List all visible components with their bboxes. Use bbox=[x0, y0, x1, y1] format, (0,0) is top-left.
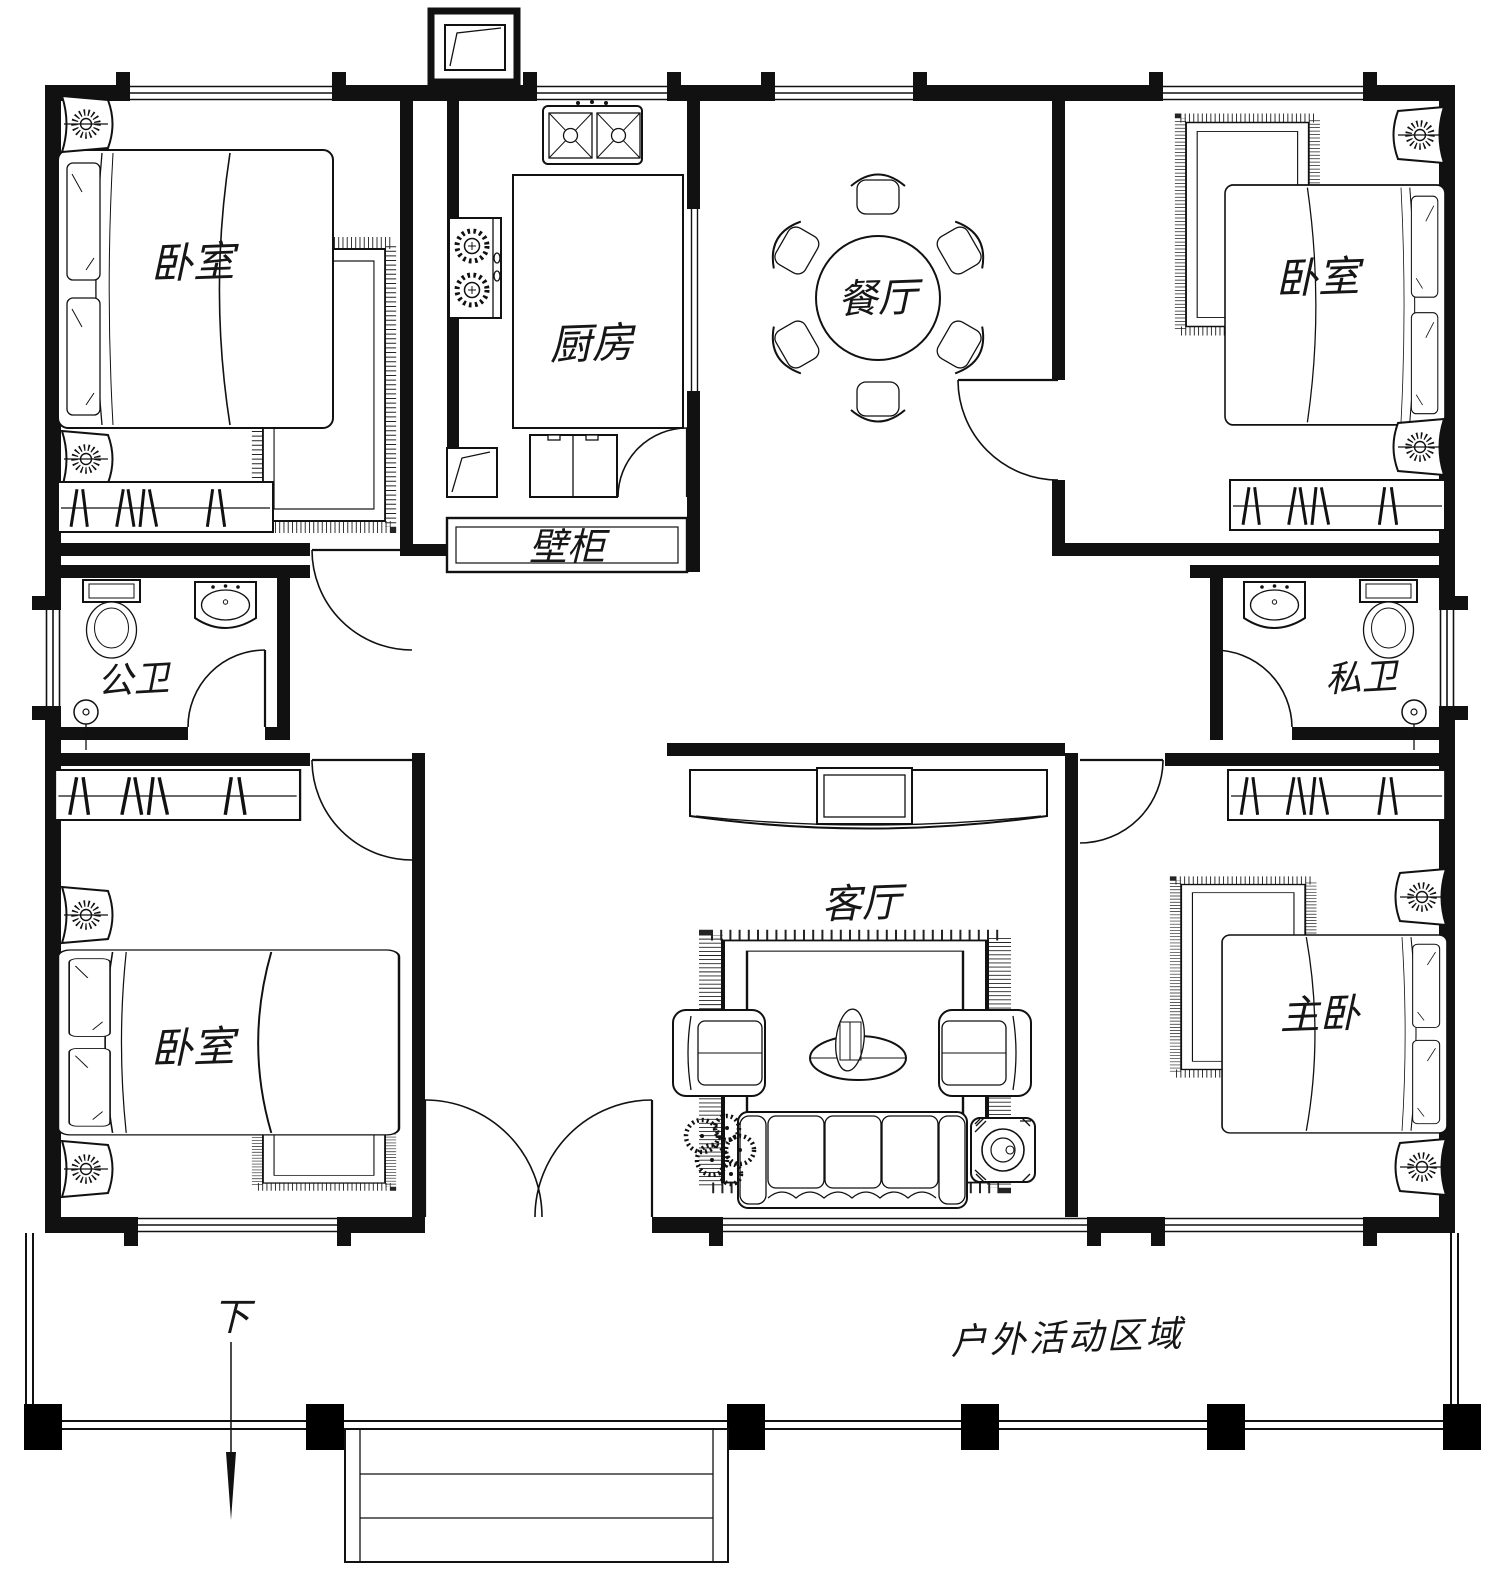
dining-chair bbox=[762, 311, 827, 381]
label-bedroom-bottom-left: 卧室 bbox=[150, 1021, 241, 1073]
nightstand-lamp bbox=[62, 887, 113, 943]
label-bedroom-top-right: 卧室 bbox=[1275, 251, 1366, 303]
base-cabinet bbox=[529, 434, 618, 498]
door-bedroom-top-left bbox=[311, 548, 413, 651]
wardrobe-rack bbox=[56, 480, 275, 534]
dining-table bbox=[815, 235, 941, 361]
doors bbox=[187, 378, 1293, 1218]
closet-cabinet bbox=[445, 516, 689, 574]
bathroom-sink bbox=[1243, 581, 1306, 629]
nightstand-lamp bbox=[62, 96, 113, 152]
door-bedroom-bottom-left bbox=[311, 758, 413, 861]
wall-stubs bbox=[32, 72, 1468, 1246]
room-bedroom-top-right bbox=[1180, 107, 1447, 532]
chimney bbox=[427, 7, 521, 86]
label-outdoor: 户外活动区域 bbox=[950, 1314, 1187, 1363]
side-table bbox=[970, 1117, 1036, 1183]
label-living: 客厅 bbox=[821, 879, 909, 928]
room-kitchen bbox=[445, 100, 689, 574]
coffee-table bbox=[809, 1008, 907, 1081]
corner-cabinet bbox=[446, 447, 498, 498]
door-bedroom-top-right bbox=[957, 378, 1059, 481]
label-kitchen: 厨房 bbox=[549, 317, 638, 369]
porch-columns bbox=[24, 1404, 1481, 1450]
dining-chair bbox=[929, 311, 994, 381]
window-bottom-master bbox=[1165, 1217, 1363, 1233]
window-top-bedroom-left bbox=[130, 85, 332, 101]
down-arrow bbox=[226, 1342, 236, 1520]
nightstand-lamp bbox=[62, 1141, 113, 1197]
tv bbox=[816, 767, 913, 825]
room-living bbox=[672, 767, 1048, 1209]
nightstand-lamp bbox=[1394, 419, 1445, 475]
door-entrance-double bbox=[423, 1099, 654, 1218]
floor-drain bbox=[73, 699, 99, 751]
dining-chair bbox=[850, 381, 906, 423]
window-top-bedroom-right bbox=[1163, 85, 1363, 101]
toilet bbox=[1359, 579, 1418, 659]
outdoor-area bbox=[24, 1233, 1481, 1563]
wardrobe-rack bbox=[1228, 478, 1447, 532]
kitchen-pass-through bbox=[687, 203, 700, 397]
kitchen-sink bbox=[542, 100, 643, 165]
window-top-dining bbox=[775, 85, 913, 101]
label-stairs-down: 下 bbox=[212, 1295, 256, 1339]
stove bbox=[448, 217, 502, 319]
label-bedroom-top-left: 卧室 bbox=[150, 236, 241, 288]
nightstand-lamp bbox=[1394, 107, 1445, 163]
room-bedroom-top-left bbox=[56, 96, 391, 534]
sofa bbox=[737, 1111, 968, 1209]
room-master-bedroom bbox=[1176, 768, 1447, 1195]
entry-steps bbox=[344, 1428, 729, 1563]
dining-chair bbox=[762, 214, 827, 284]
window-bottom-bedroom-left bbox=[138, 1217, 337, 1233]
door-bath-private bbox=[1212, 649, 1293, 728]
window-bottom-living bbox=[723, 1217, 1087, 1233]
floor-drain bbox=[1401, 699, 1427, 751]
dining-chair bbox=[929, 214, 994, 284]
door-kitchen bbox=[617, 427, 689, 498]
nightstand-lamp bbox=[62, 431, 113, 487]
door-master-bedroom bbox=[1079, 758, 1164, 844]
bathroom-sink bbox=[194, 581, 257, 629]
window-left-bath bbox=[45, 610, 61, 706]
label-bath-private: 私卫 bbox=[1324, 656, 1401, 701]
label-bath-public: 公卫 bbox=[96, 658, 173, 703]
plant bbox=[683, 1113, 757, 1187]
room-dining bbox=[762, 173, 994, 423]
interior-walls bbox=[45, 85, 1455, 1217]
room-bedroom-bottom-left bbox=[53, 768, 401, 1197]
bed bbox=[1224, 184, 1446, 426]
label-closet: 壁柜 bbox=[529, 525, 610, 569]
toilet bbox=[82, 579, 141, 659]
armchair bbox=[672, 1009, 766, 1097]
wardrobe-rack bbox=[1226, 768, 1447, 822]
door-bath-public bbox=[187, 649, 267, 728]
kitchen-counter bbox=[512, 174, 684, 429]
nightstand-lamp bbox=[1396, 869, 1447, 925]
label-master-bedroom: 主卧 bbox=[1279, 991, 1363, 1040]
wardrobe-rack bbox=[53, 768, 302, 822]
armchair bbox=[938, 1009, 1032, 1097]
bed bbox=[57, 149, 334, 429]
window-right-bath bbox=[1439, 610, 1455, 706]
window-top-kitchen bbox=[537, 85, 667, 101]
label-dining: 餐厅 bbox=[837, 274, 925, 323]
nightstand-lamp bbox=[1396, 1139, 1447, 1195]
dining-chair bbox=[850, 173, 906, 215]
windows bbox=[45, 85, 1455, 1233]
